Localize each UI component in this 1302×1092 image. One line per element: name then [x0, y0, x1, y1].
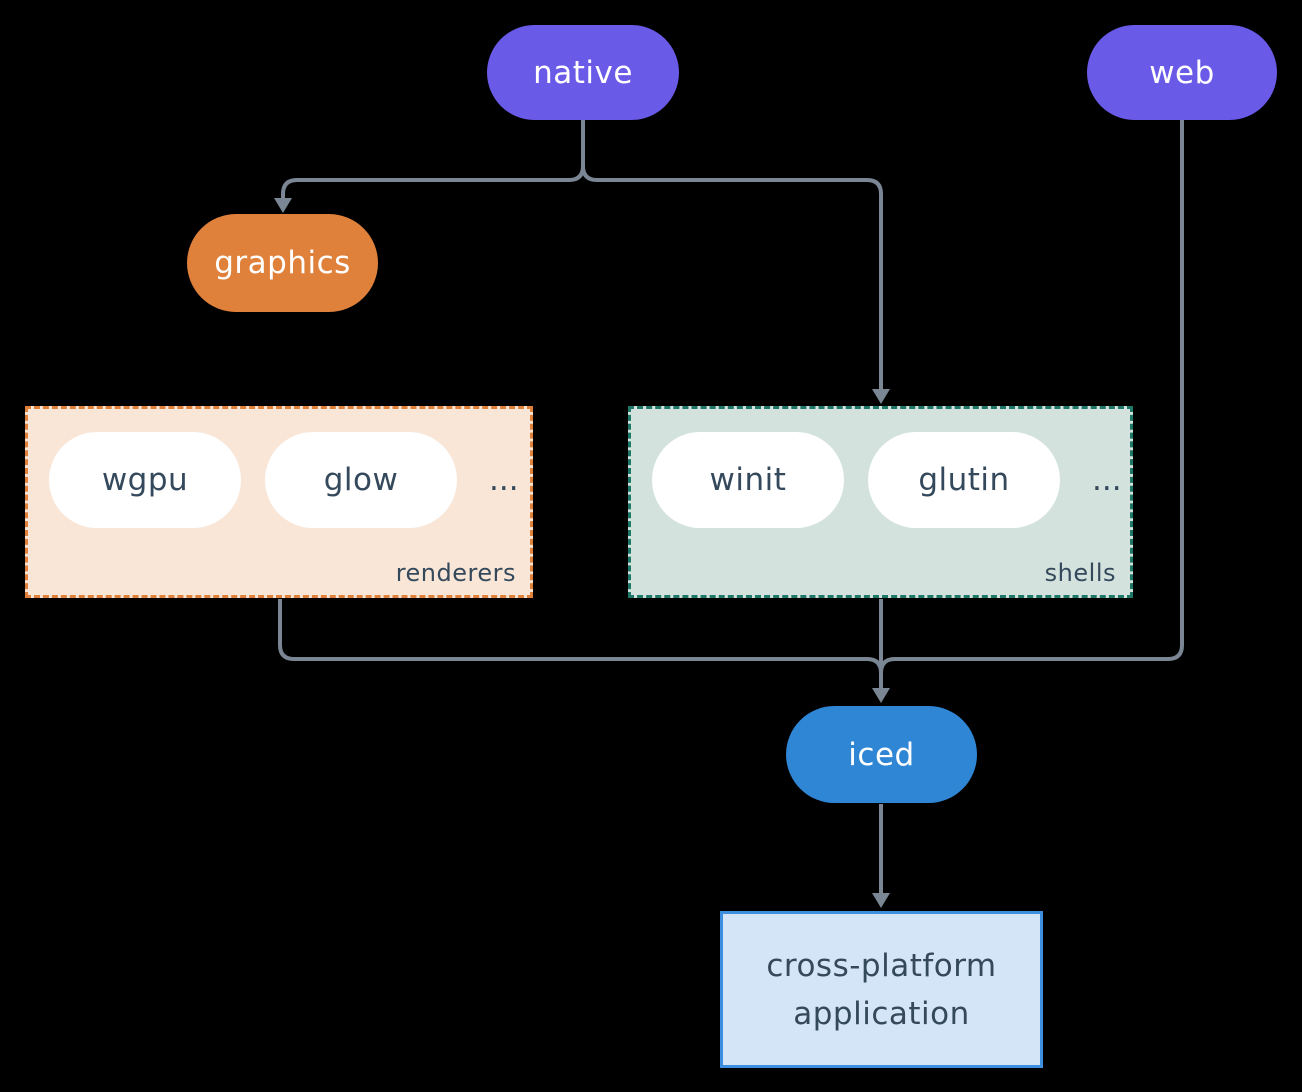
node-web: web [1087, 25, 1277, 120]
arrowhead-application-icon [872, 893, 890, 908]
node-winit: winit [652, 432, 844, 528]
application-label-line1: cross-platform [766, 947, 997, 984]
shells-group-label: shells [1044, 559, 1116, 587]
node-glutin-label: glutin [918, 462, 1010, 498]
node-glutin: glutin [868, 432, 1060, 528]
node-wgpu: wgpu [49, 432, 241, 528]
group-renderers: wgpu glow ... renderers [25, 406, 533, 598]
node-web-label: web [1149, 54, 1215, 91]
arrowhead-graphics-icon [274, 198, 292, 213]
node-native-label: native [533, 54, 633, 91]
node-native: native [487, 25, 679, 120]
node-winit-label: winit [709, 462, 787, 498]
shells-ellipsis: ... [1092, 462, 1122, 498]
node-wgpu-label: wgpu [101, 462, 189, 498]
node-glow: glow [265, 432, 457, 528]
node-iced: iced [786, 706, 977, 803]
edge-renderers-to-iced [278, 599, 883, 674]
renderers-ellipsis: ... [489, 462, 519, 498]
node-cross-platform-application: cross-platform application [720, 911, 1043, 1068]
arrowhead-shells-icon [872, 389, 890, 404]
arrowhead-iced-icon [872, 688, 890, 703]
edge-native-to-graphics [281, 119, 585, 199]
node-graphics-label: graphics [214, 245, 351, 281]
renderers-group-label: renderers [395, 559, 516, 587]
edge-native-to-shells [581, 119, 883, 390]
renderers-items: wgpu glow ... [28, 409, 530, 528]
node-iced-label: iced [848, 736, 915, 773]
shells-items: winit glutin ... [631, 409, 1130, 528]
node-glow-label: glow [323, 462, 399, 498]
node-graphics: graphics [187, 214, 378, 312]
group-shells: winit glutin ... shells [628, 406, 1133, 598]
application-label-line2: application [793, 995, 970, 1032]
